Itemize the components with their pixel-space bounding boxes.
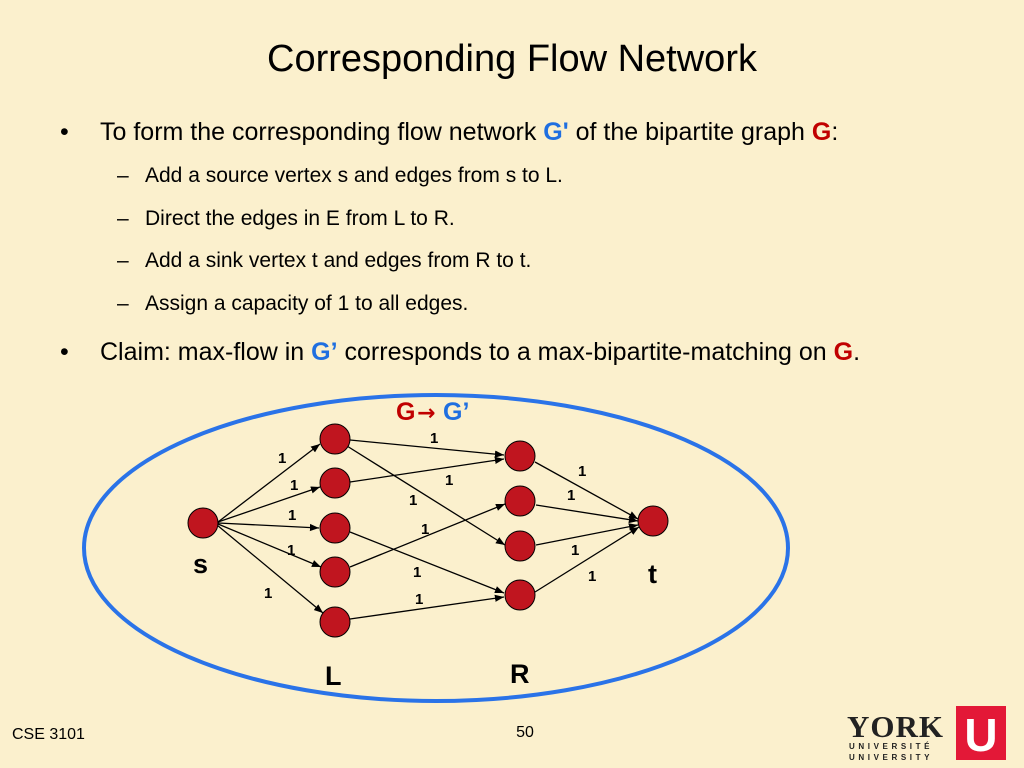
capacity-label: 1: [413, 564, 421, 581]
g-prime-label: G': [543, 118, 569, 146]
capacity-label: 1: [287, 542, 295, 559]
bullet-text: To form the corresponding flow network G…: [100, 117, 838, 147]
arrow-icon: →: [417, 401, 435, 426]
edge-r3-t: [535, 523, 639, 546]
edge-s-l1: [217, 443, 321, 523]
logo-mark: [956, 706, 1006, 760]
capacity-label: 1: [288, 507, 296, 524]
page-number: 50: [516, 724, 534, 741]
york-university-logo: YORK UNIVERSITÉ UNIVERSITY U: [847, 706, 1006, 762]
capacity-label: 1: [567, 487, 575, 504]
edge-s-l3: [217, 522, 320, 532]
logo-mark-letter: U: [964, 709, 997, 761]
bullet-text: Claim: max-flow in G’ corresponds to a m…: [100, 337, 860, 367]
node-s: [187, 507, 219, 539]
node-r2: [504, 485, 536, 517]
edge-s-l4: [217, 523, 322, 568]
logo-word: YORK: [847, 709, 944, 744]
capacity-label: 1: [445, 472, 453, 489]
sub-bullet-dash: –: [117, 164, 129, 187]
edge-l4-r2: [349, 503, 506, 568]
bullet-text-part: corresponds to a max-bipartite-matching …: [337, 338, 834, 366]
slide-title: Corresponding Flow Network: [267, 38, 757, 80]
g-label: G: [833, 338, 854, 366]
graph-boundary-ellipse: [82, 393, 790, 703]
capacity-label: 1: [578, 463, 586, 480]
node-r4: [504, 579, 536, 611]
sub-bullet-text: Direct the edges in E from L to R.: [145, 207, 455, 230]
capacity-label: 1: [290, 477, 298, 494]
bullet-text-part: :: [831, 118, 839, 146]
edge-r1-t: [534, 461, 639, 520]
bullet-text-part: .: [853, 338, 861, 366]
edge-l5-r4: [349, 594, 505, 620]
edge-r4-t: [534, 526, 640, 593]
right-set-label: R: [510, 659, 530, 689]
edge-l1-r1: [349, 439, 505, 458]
capacity-label: 1: [421, 521, 429, 538]
heading-g-prime: G’: [443, 398, 469, 426]
capacity-label: 1: [278, 450, 286, 467]
g-label: G: [811, 118, 832, 146]
edge-l1-r3: [346, 445, 506, 546]
g-prime-label: G’: [311, 338, 338, 366]
heading-g: G: [396, 398, 415, 426]
node-r3: [504, 530, 536, 562]
sink-label: t: [648, 559, 657, 589]
edge-r2-t: [535, 504, 639, 524]
capacity-label: 1: [415, 591, 423, 608]
sub-bullet-text: Assign a capacity of 1 to all edges.: [145, 292, 469, 315]
edge-l3-r4: [349, 531, 505, 594]
capacity-label: 1: [264, 585, 272, 602]
logo-line-en: UNIVERSITY: [849, 753, 933, 762]
sub-bullet-dash: –: [117, 249, 129, 272]
diagram-heading: G → G’: [396, 398, 469, 426]
bullet-text-part: Claim: max-flow in: [100, 338, 312, 366]
capacity-label: 1: [571, 542, 579, 559]
nodes: [187, 423, 669, 638]
node-r1: [504, 440, 536, 472]
logo-line-fr: UNIVERSITÉ: [849, 742, 933, 751]
bullet-text-part: To form the corresponding flow network: [100, 118, 544, 146]
node-l2: [319, 467, 351, 499]
node-l3: [319, 512, 351, 544]
source-label: s: [193, 549, 208, 579]
edge-s-l2: [217, 486, 321, 523]
edge-s-l5: [216, 524, 324, 614]
vertex-set-labels: s t L R: [193, 549, 657, 691]
node-l1: [319, 423, 351, 455]
left-set-label: L: [325, 661, 342, 691]
sub-bullet-text: Add a sink vertex t and edges from R to …: [145, 249, 532, 272]
sub-bullet-text: Add a source vertex s and edges from s t…: [145, 164, 563, 187]
sub-bullet-dash: –: [117, 207, 129, 230]
bullet-dot: •: [60, 338, 69, 366]
bullet-dot: •: [60, 118, 69, 146]
capacity-label: 1: [588, 568, 596, 585]
course-code: CSE 3101: [12, 726, 85, 743]
node-t: [637, 505, 669, 537]
node-l4: [319, 556, 351, 588]
edges: [216, 439, 640, 620]
capacity-label: 1: [430, 430, 438, 447]
edge-l2-r1: [349, 456, 505, 483]
capacity-label: 1: [409, 492, 417, 509]
node-l5: [319, 606, 351, 638]
bullet-text-part: of the bipartite graph: [568, 118, 812, 146]
edge-capacity-labels: 1 1 1 1 1 1 1 1 1 1 1 1 1 1 1: [264, 430, 596, 608]
sub-bullet-dash: –: [117, 292, 129, 315]
